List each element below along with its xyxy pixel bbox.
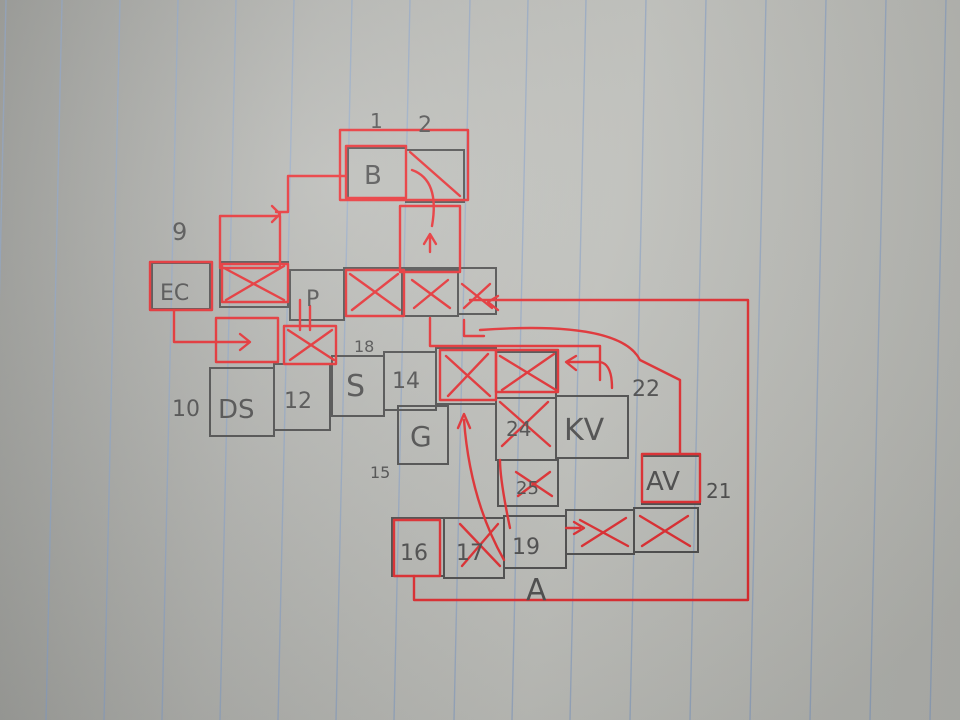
entrance-label: A [526, 573, 547, 608]
room-label-kv: KV [564, 413, 605, 448]
red-markup [148, 128, 750, 602]
room-label-s: S [346, 369, 365, 404]
room-label-16: 16 [400, 541, 428, 566]
number-15: 15 [370, 463, 390, 482]
room-label-ds: DS [218, 395, 255, 425]
room-label-ec: EC [160, 281, 189, 306]
room-label-24: 24 [506, 417, 531, 441]
number-18: 18 [354, 337, 374, 356]
room-label-14: 14 [392, 369, 420, 394]
number-1: 1 [370, 109, 383, 133]
number-10: 10 [172, 397, 200, 422]
room-label-17: 17 [456, 541, 484, 566]
room-label-12: 12 [284, 389, 312, 414]
number-9: 9 [172, 218, 187, 246]
number-21: 21 [706, 479, 731, 503]
room-label-p: P [306, 287, 319, 312]
room-label-av: AV [646, 467, 680, 497]
room-label-g: G [410, 420, 432, 453]
room-label-25: 25 [516, 478, 539, 499]
number-22: 22 [632, 377, 660, 402]
room-label-19: 19 [512, 535, 540, 560]
number-2: 2 [418, 113, 432, 138]
room-label-b: B [364, 161, 382, 191]
